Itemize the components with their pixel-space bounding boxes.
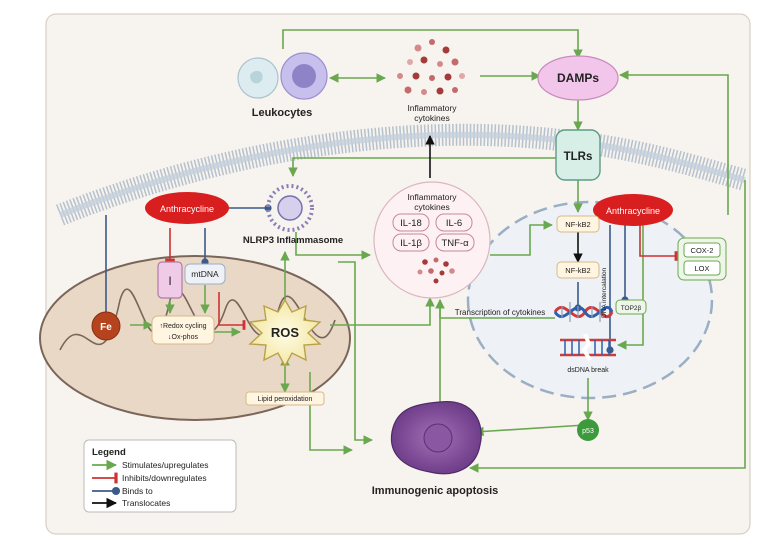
stimulate-arrows xyxy=(130,29,746,473)
damps-node: DAMPs xyxy=(537,55,619,101)
lipid-label: Lipid peroxidation xyxy=(258,396,313,403)
mtdna-node: mtDNA xyxy=(184,263,226,285)
lipid-peroxidation: Lipid peroxidation xyxy=(245,391,325,406)
dna-intercalation-label: DNA intercalation xyxy=(601,267,608,318)
tlrs-receptor: TLRs xyxy=(555,129,601,181)
leukocyte-nucleus-2 xyxy=(292,64,316,88)
transcription-label: Transcription of cytokines xyxy=(455,308,545,317)
complex-i-label: I xyxy=(168,274,171,288)
tnfa-pill xyxy=(435,233,475,252)
nfkb-bottom-label: NF-kB2 xyxy=(565,266,590,275)
cox2-label: COX-2 xyxy=(691,246,714,255)
dna-helix xyxy=(553,302,614,322)
tlrs-label: TLRs xyxy=(564,151,593,163)
apoptosis-label: Immunogenic apoptosis xyxy=(372,485,499,497)
leukocytes-label: Leukocytes xyxy=(252,107,313,119)
il1b-label: IL-1β xyxy=(400,238,422,249)
nlrp3-core xyxy=(277,195,303,221)
p53-label: p53 xyxy=(582,428,594,435)
ros-burst: ROS xyxy=(248,298,322,368)
nlrp3-ring xyxy=(266,184,314,232)
dsdna-break: dsDNA break xyxy=(560,333,616,374)
legend-item-binds: Binds to xyxy=(122,486,153,496)
damps-label: DAMPs xyxy=(557,71,599,85)
redox-box: ↑Redox cycling ↓Ox-phos xyxy=(151,315,215,345)
legend: Legend Stimulates/upregulates Inhibits/d… xyxy=(83,439,237,513)
nfkb2-top: NF-kB2 xyxy=(556,215,600,233)
cox2-lox-box: COX-2 LOX xyxy=(677,237,727,281)
tnfa-label: TNF-α xyxy=(441,238,469,249)
p53-node: p53 xyxy=(577,419,599,441)
fe-label: Fe xyxy=(100,322,112,333)
nlrp3-label: NLRP3 Inflammasome xyxy=(243,235,343,246)
cytokines-middle: Inflammatory cytokines IL-18 IL-6 IL-1β … xyxy=(373,181,491,299)
dsdna-label: dsDNA break xyxy=(567,367,609,374)
anthracycline-left-label: Anthracycline xyxy=(160,204,214,214)
complex-i: I xyxy=(157,261,183,299)
inhibit-arrows xyxy=(165,225,678,330)
leukocyte-nucleus-1 xyxy=(250,70,263,84)
binds-arrows xyxy=(102,204,629,354)
apoptotic-nucleus xyxy=(423,423,453,453)
fe-node: Fe xyxy=(91,311,121,341)
ros-label: ROS xyxy=(271,325,300,340)
top2b-label: TOP2β xyxy=(621,305,642,312)
redox-label: ↑Redox cycling xyxy=(159,323,206,330)
cytokines-top-label-1: Inflammatory xyxy=(407,103,457,113)
leukocytes: Leukocytes xyxy=(237,52,328,119)
oxphos-label: ↓Ox-phos xyxy=(168,334,198,341)
cell-membrane xyxy=(55,123,748,226)
legend-title: Legend xyxy=(92,447,126,458)
top2b-node: TOP2β xyxy=(615,299,647,315)
translocate-arrows xyxy=(425,135,583,263)
apoptotic-cell: Immunogenic apoptosis xyxy=(372,401,499,497)
nfkb2-bottom: NF-kB2 xyxy=(556,261,600,279)
nucleus xyxy=(466,200,714,400)
cytokines-mid-label-1: Inflammatory xyxy=(407,192,457,202)
lox-label: LOX xyxy=(694,264,709,273)
il18-label: IL-18 xyxy=(400,218,422,229)
mtdna-label: mtDNA xyxy=(191,269,219,279)
il6-label: IL-6 xyxy=(446,218,462,229)
nfkb-top-label: NF-kB2 xyxy=(565,220,590,229)
nlrp3-inflammasome: NLRP3 Inflammasome xyxy=(243,184,343,246)
cytokines-middle-disc xyxy=(373,181,491,299)
cytokine-cluster-top: Inflammatory cytokines xyxy=(397,39,465,123)
legend-box xyxy=(83,439,237,513)
anthracycline-left: Anthracycline xyxy=(145,192,229,224)
legend-item-stimulate: Stimulates/upregulates xyxy=(122,460,208,470)
il18-pill xyxy=(392,213,430,232)
il6-pill xyxy=(435,213,473,232)
anthracycline-right-label: Anthracycline xyxy=(606,206,660,216)
legend-item-inhibit: Inhibits/downregulates xyxy=(122,473,207,483)
anthracycline-right: Anthracycline xyxy=(593,194,673,226)
legend-item-translocate: Translocates xyxy=(122,498,170,508)
cytokines-top-label-2: cytokines xyxy=(414,113,449,123)
il1b-pill xyxy=(392,233,430,252)
cytokines-mid-label-2: cytokines xyxy=(414,202,449,212)
